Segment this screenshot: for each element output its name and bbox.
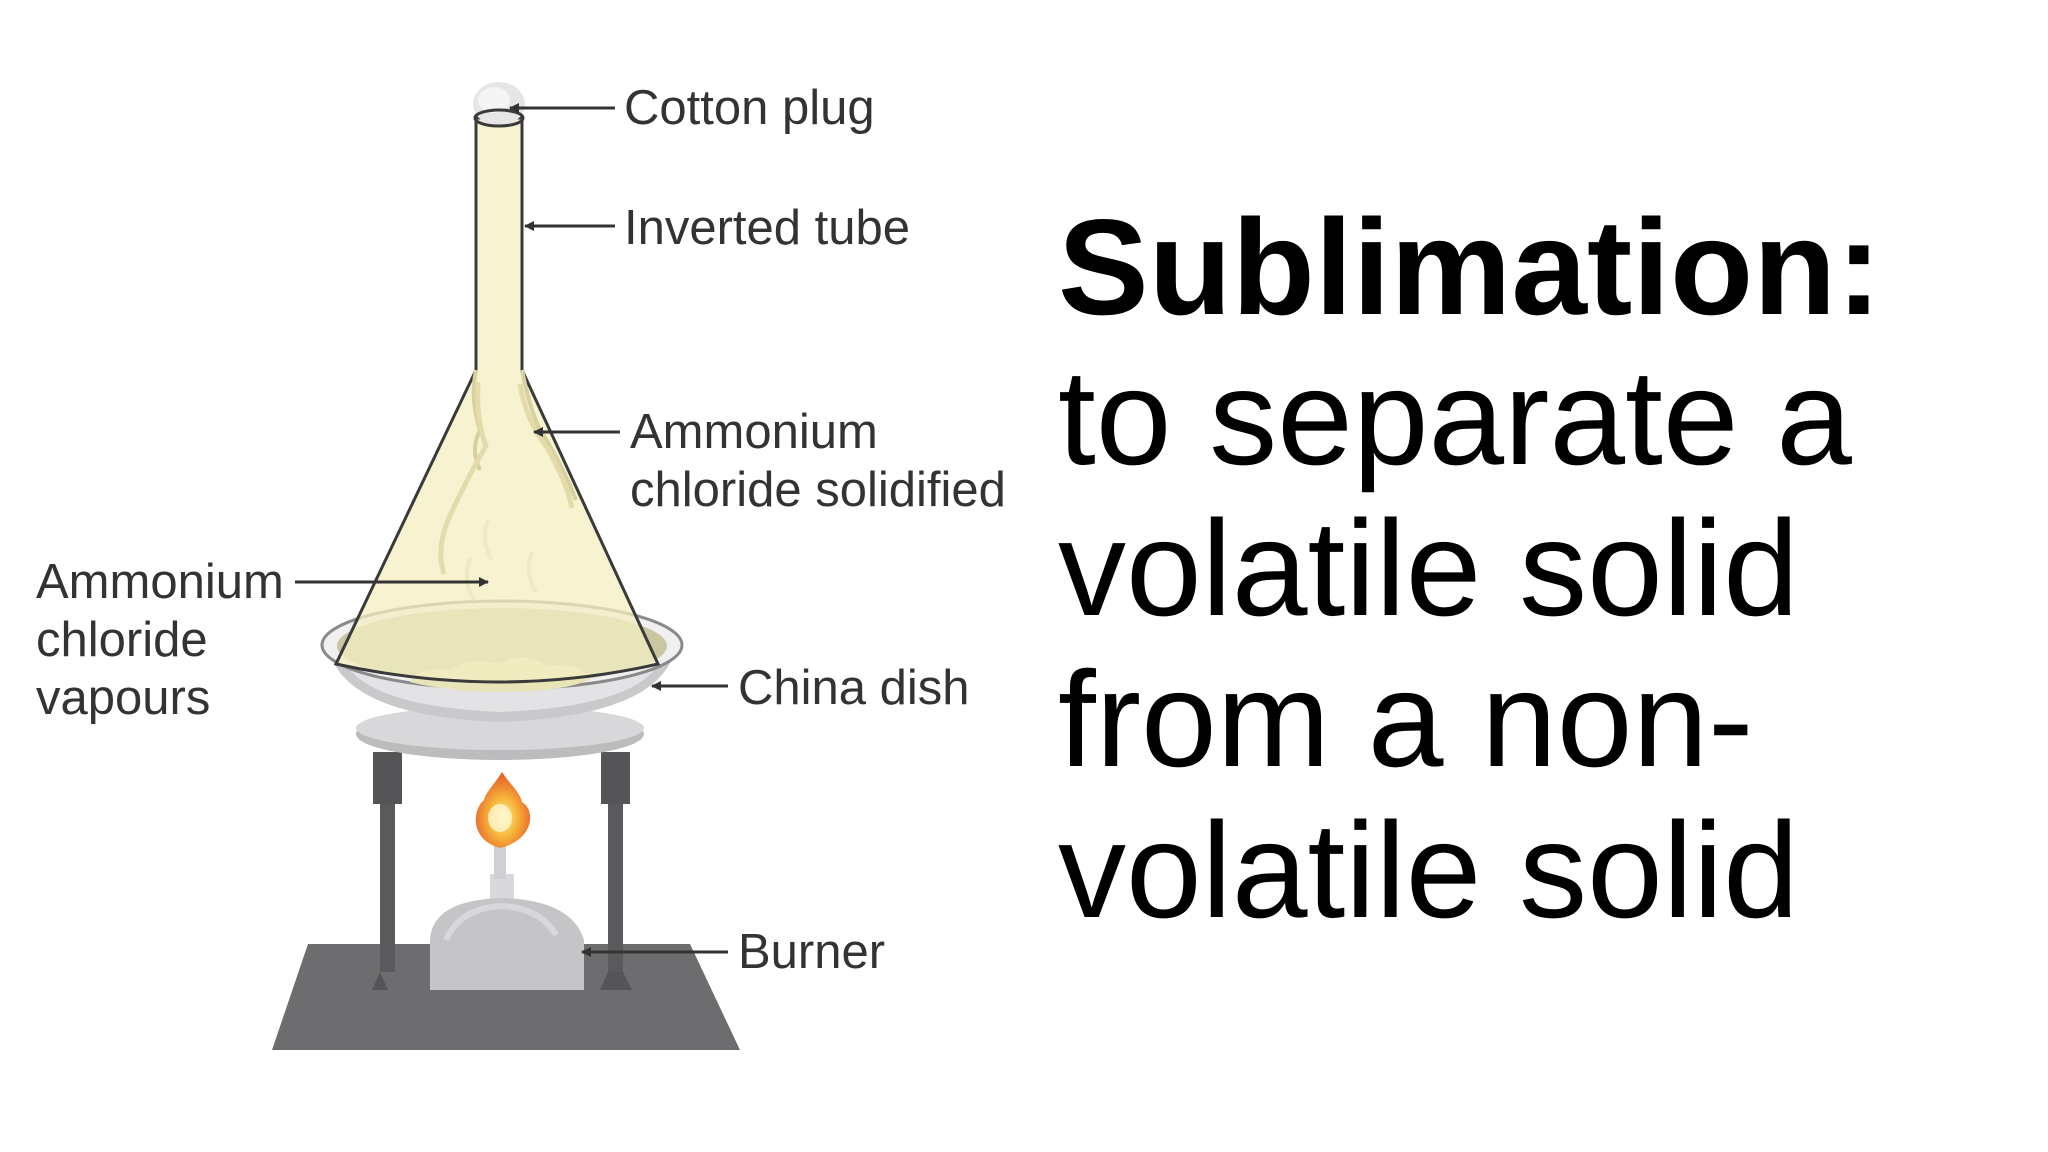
cotton-plug xyxy=(473,82,525,128)
flame xyxy=(475,772,531,848)
caption-heading: Sublimation: xyxy=(1058,191,1882,343)
tripod-stand xyxy=(356,706,644,990)
caption-line-1: to separate a xyxy=(1058,341,1852,493)
label-vapours-line2: chloride xyxy=(36,613,208,667)
caption-line-4: volatile solid xyxy=(1058,794,1799,946)
label-ammonium-solidified-line1: Ammonium xyxy=(630,405,878,459)
caption-line-3: from a non- xyxy=(1058,643,1754,795)
label-leaders xyxy=(295,103,728,957)
sublimation-apparatus-diagram: Cotton plug Inverted tube Ammonium chlor… xyxy=(36,81,1006,1050)
label-inverted-tube: Inverted tube xyxy=(624,201,910,255)
caption-line-2: volatile solid xyxy=(1058,492,1799,644)
inverted-funnel xyxy=(333,116,661,684)
label-china-dish: China dish xyxy=(738,661,970,715)
label-cotton-plug: Cotton plug xyxy=(624,81,875,135)
label-vapours-line1: Ammonium xyxy=(36,555,284,609)
burner xyxy=(430,845,584,990)
label-ammonium-solidified-line2: chloride solidified xyxy=(630,463,1006,517)
label-burner: Burner xyxy=(738,925,885,979)
label-vapours-line3: vapours xyxy=(36,671,210,725)
caption-block: Sublimation: to separate a volatile soli… xyxy=(1058,192,2018,946)
